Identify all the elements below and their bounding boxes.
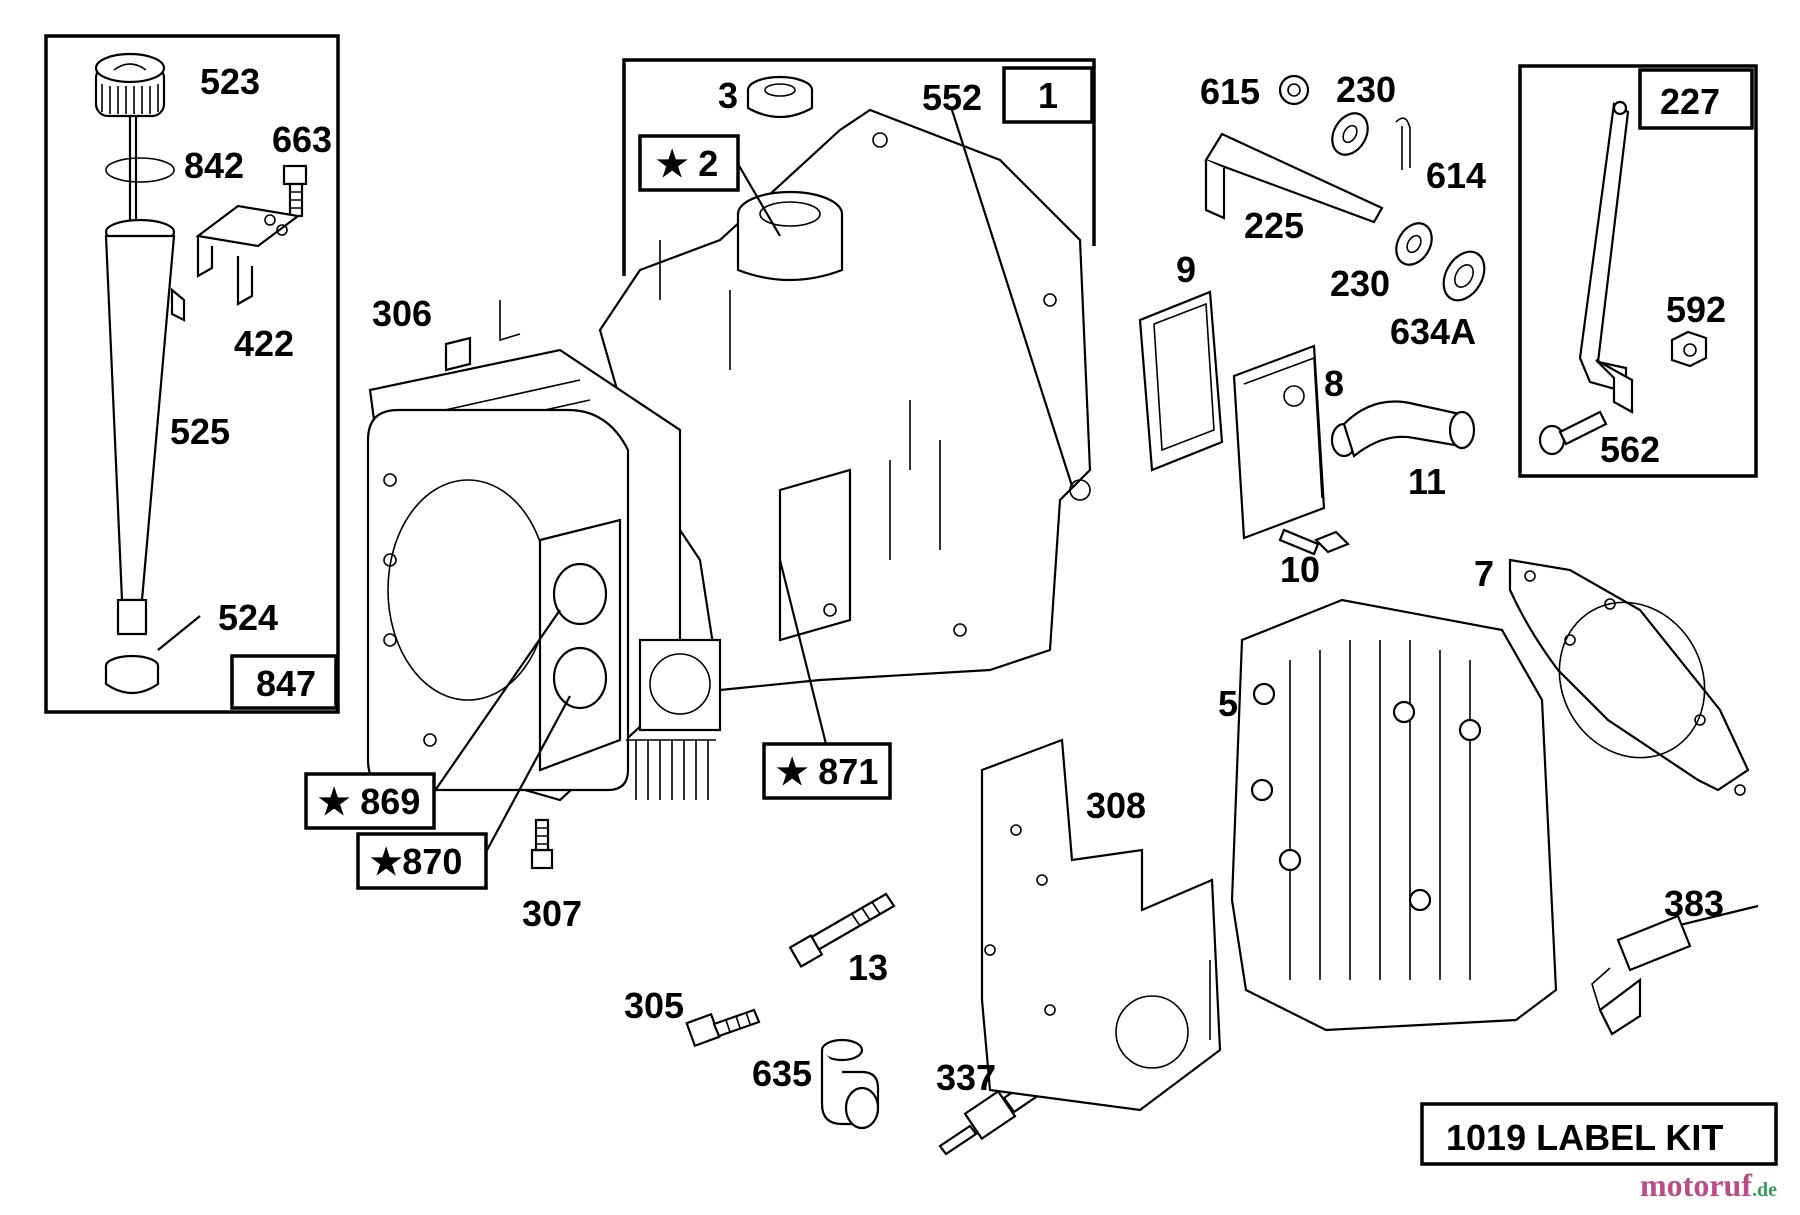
label-562: 562 <box>1600 429 1660 470</box>
label-225: 225 <box>1244 205 1304 246</box>
label-523: 523 <box>200 61 260 102</box>
label-305: 305 <box>624 985 684 1026</box>
governor-lever-227 <box>1578 100 1634 414</box>
part-labels: 523 842 663 422 525 524 847 3 552 1 ★ 2 … <box>170 61 1726 1158</box>
part-870-box <box>356 832 488 890</box>
cylinder-head-5 <box>1230 598 1558 1032</box>
label-11: 11 <box>1408 461 1446 502</box>
label-614: 614 <box>1426 155 1486 196</box>
label-869: ★ 869 <box>318 781 420 822</box>
watermark: motoruf.de <box>1640 1167 1777 1203</box>
gasket-9 <box>1138 290 1224 472</box>
part-2-box <box>638 134 740 192</box>
label-308: 308 <box>1086 785 1146 826</box>
label-615: 615 <box>1200 71 1260 112</box>
elbow-635 <box>820 1038 880 1130</box>
label-422: 422 <box>234 323 294 364</box>
label-592: 592 <box>1666 289 1726 330</box>
bolt-562 <box>1538 410 1608 456</box>
label-307: 307 <box>522 893 582 934</box>
label-7: 7 <box>1474 553 1494 594</box>
part-227-box <box>1638 68 1754 130</box>
watermark-tld: .de <box>1752 1179 1777 1201</box>
governor-group-frame <box>1518 64 1758 478</box>
label-847: 847 <box>256 663 316 704</box>
dipstick-seal <box>104 654 160 695</box>
label-552: 552 <box>922 77 982 118</box>
head-gasket-7 <box>1508 558 1750 796</box>
part-1-box <box>1002 66 1094 124</box>
dipstick-tube <box>104 218 186 636</box>
label-13: 13 <box>848 947 888 988</box>
label-1: 1 <box>1038 75 1058 116</box>
label-871: ★ 871 <box>776 751 878 792</box>
group-847-box <box>230 654 338 710</box>
dipstick-group-frame <box>44 34 340 714</box>
oil-seal-3 <box>746 75 814 118</box>
label-306: 306 <box>372 293 432 334</box>
shaft-225 <box>1204 132 1384 224</box>
tab-306 <box>444 336 472 372</box>
retainer-615 <box>1278 74 1310 106</box>
dipstick-o-ring <box>105 157 175 183</box>
washer-230-upper <box>1331 112 1369 156</box>
bolt-13 <box>788 892 896 969</box>
hose-11 <box>1330 400 1476 458</box>
cylinder-block <box>366 108 1092 802</box>
label-525: 525 <box>170 411 230 452</box>
label-230-lower: 230 <box>1330 263 1390 304</box>
seal-634a <box>1442 250 1486 302</box>
label-9: 9 <box>1176 249 1196 290</box>
label-634a: 634A <box>1390 311 1476 352</box>
dipstick-cap <box>94 52 166 118</box>
bolt-305 <box>685 1008 761 1048</box>
shield-308 <box>980 738 1222 1112</box>
nut-592 <box>1670 330 1708 368</box>
label-663: 663 <box>272 119 332 160</box>
watermark-brand: motoruf <box>1640 1167 1752 1203</box>
part-871-box <box>762 742 892 800</box>
label-635: 635 <box>752 1053 812 1094</box>
label-5: 5 <box>1218 683 1238 724</box>
label-227: 227 <box>1660 81 1720 122</box>
label-870: ★870 <box>370 841 462 882</box>
crankcase-bracket <box>622 58 1096 276</box>
label-842: 842 <box>184 145 244 186</box>
washer-230-lower <box>1395 222 1433 266</box>
part-869-box <box>304 772 436 830</box>
label-230-upper: 230 <box>1336 69 1396 110</box>
label-3: 3 <box>718 75 738 116</box>
label-2: ★ 2 <box>656 143 718 184</box>
screw-10 <box>1278 528 1350 556</box>
label-10: 10 <box>1280 549 1320 590</box>
pin-614 <box>1395 117 1411 170</box>
label-337: 337 <box>936 1057 996 1098</box>
label-8: 8 <box>1324 363 1344 404</box>
label-524: 524 <box>218 597 278 638</box>
label-kit-text: 1019 LABEL KIT <box>1446 1117 1723 1158</box>
screw-663 <box>282 164 308 218</box>
bracket-422 <box>195 204 301 306</box>
breather-8 <box>1232 344 1326 540</box>
label-383: 383 <box>1664 883 1724 924</box>
wire-383 <box>1591 904 1759 1036</box>
label-kit-box <box>1420 1102 1778 1166</box>
bolt-307 <box>530 818 554 870</box>
